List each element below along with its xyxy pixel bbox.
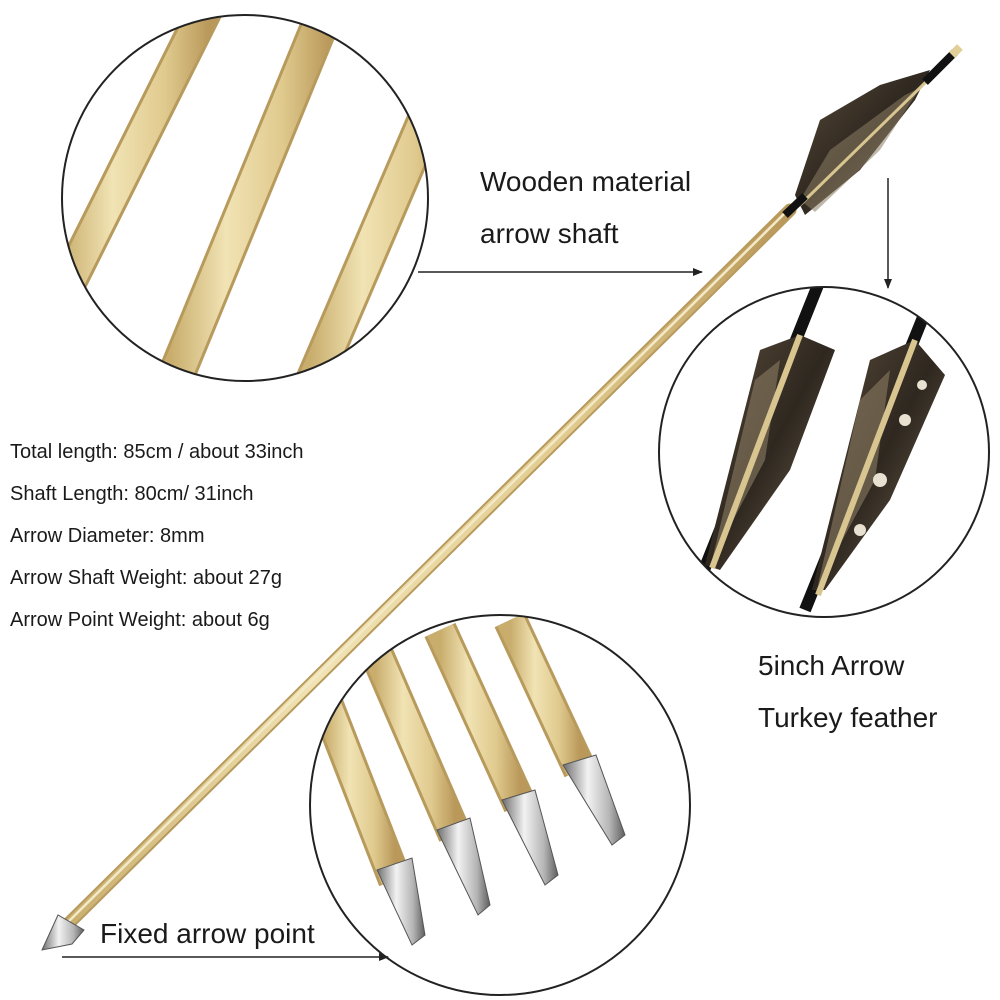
feather-label-line2: Turkey feather xyxy=(758,702,938,733)
shaft-label-line2: arrow shaft xyxy=(480,218,619,249)
shaft-closeup xyxy=(61,14,429,382)
spec-arrow-diameter: Arrow Diameter: 8mm xyxy=(10,525,205,547)
spec-point-weight: Arrow Point Weight: about 6g xyxy=(10,609,270,631)
shaft-label-line1: Wooden material xyxy=(480,166,692,197)
point-closeup xyxy=(309,614,691,996)
point-label: Fixed arrow point xyxy=(100,918,315,949)
feather-label-line1: 5inch Arrow xyxy=(758,650,905,681)
feather-closeup xyxy=(658,286,990,618)
main-arrow xyxy=(41,44,963,951)
spec-shaft-weight: Arrow Shaft Weight: about 27g xyxy=(10,567,283,589)
spec-total-length: Total length: 85cm / about 33inch xyxy=(10,441,304,463)
spec-shaft-length: Shaft Length: 80cm/ 31inch xyxy=(10,483,254,505)
